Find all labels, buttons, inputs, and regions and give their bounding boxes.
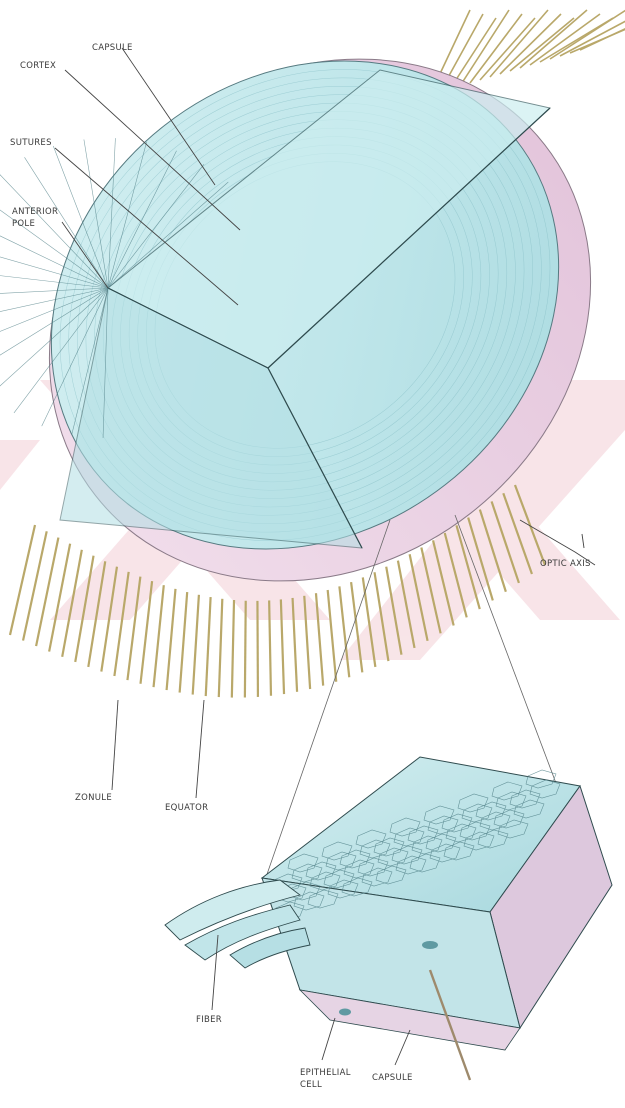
label-epithelial-cell-line2: CELL [300,1080,322,1090]
zonule-fiber [510,18,574,71]
label-cortex: CORTEX [20,61,56,71]
zonule-fiber [316,593,323,685]
label-optic-axis: OPTIC AXIS [540,559,591,569]
zonule-fiber [490,10,548,77]
zonule-fiber [167,589,176,690]
zonule-fiber [180,592,188,692]
zonule-fiber [245,601,246,698]
zonule-fiber [36,538,58,647]
zonule-fiber [206,597,211,696]
zonule-fiber [154,585,164,687]
label-zonule: ZONULE [75,793,112,803]
label-fiber: FIBER [196,1015,222,1025]
label-capsule-top: CAPSULE [92,43,133,53]
zonule-fiber [328,590,337,682]
label-anterior-pole-line1: ANTERIOR [12,207,58,217]
label-epithelial-cell-line1: EPITHELIAL [300,1068,351,1078]
label-equator: EQUATOR [165,803,208,813]
label-capsule-bottom: CAPSULE [372,1073,413,1083]
zonule-fiber [480,18,535,80]
label-anterior-pole-line2: POLE [12,219,35,229]
zonule-fiber [10,525,35,635]
zonule-fiber [219,599,223,697]
zonule-fiber [232,600,234,698]
zonule-fiber [193,595,199,695]
zonule-fiber [580,10,625,50]
zonule-fiber [23,531,47,640]
zonule-fiber [339,586,349,677]
label-sutures: SUTURES [10,138,52,148]
